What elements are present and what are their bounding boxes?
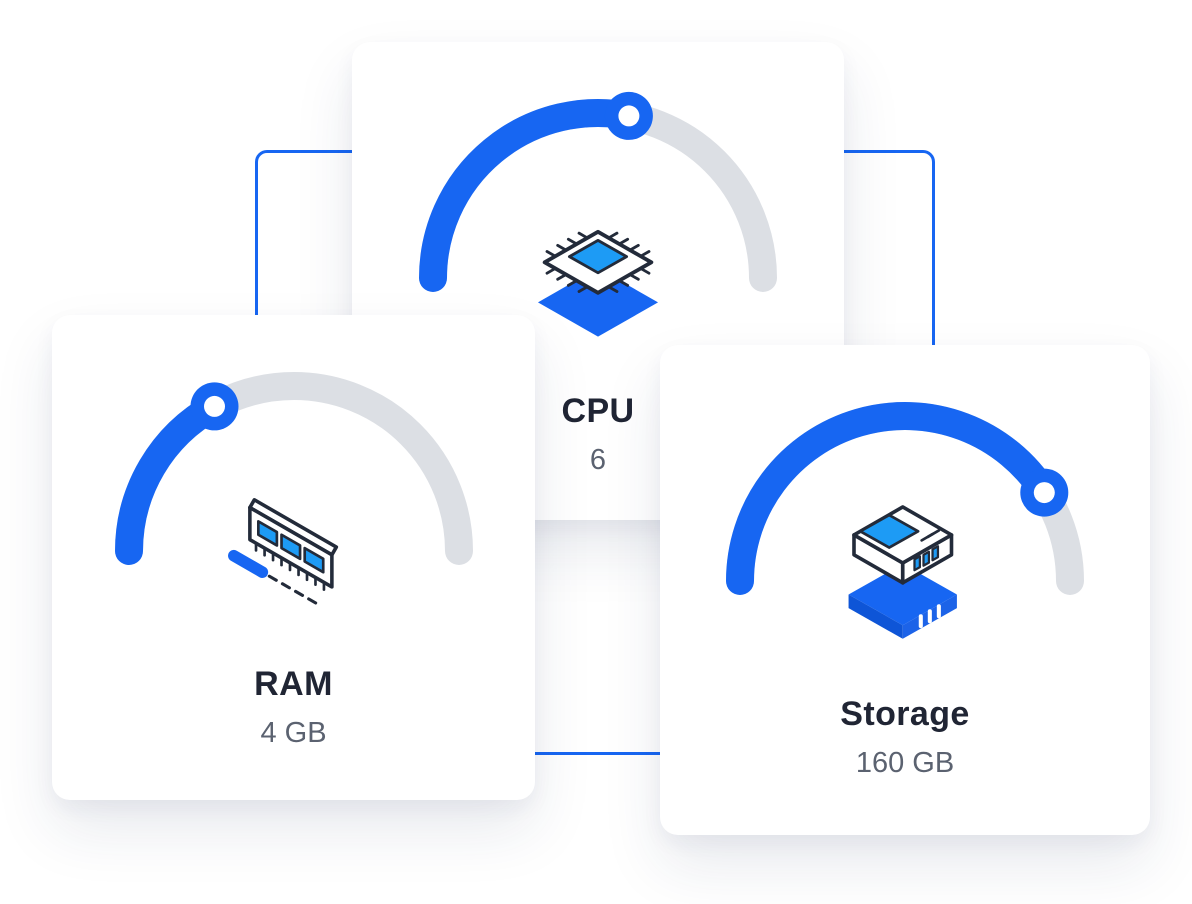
ram-label: RAM [254,665,333,703]
ram-gauge [94,359,494,655]
ram-gauge-arc [114,372,473,565]
gauge-knob-center [1033,482,1055,504]
drive-side-pins [913,545,940,572]
drive-box [852,505,954,585]
ram-ground-dashes [267,574,321,607]
storage-drive-art [848,505,957,639]
cpu-gauge-arc [419,91,777,292]
gauge-knob-center [203,395,225,417]
storage-label: Storage [840,695,970,733]
ram-module-icon [216,463,372,628]
base-pins [918,604,941,629]
ram-chip-2 [279,533,301,561]
storage-card: Storage 160 GB [660,345,1150,835]
ram-module-art [227,498,338,607]
chip-die [567,238,629,275]
gauge-progress [114,392,228,565]
gauge-progress [419,98,643,292]
cpu-value: 6 [589,444,607,476]
storage-drive-icon [826,479,984,646]
cpu-label: CPU [561,392,635,430]
storage-gauge [705,389,1105,685]
ram-chip-3 [302,546,325,574]
cpu-gauge [398,86,798,382]
cpu-chip-icon [517,188,679,340]
drive-top-panel [858,513,920,549]
storage-gauge-arc [726,402,1084,595]
ram-chip-1 [256,520,278,547]
storage-value: 160 GB [855,747,955,779]
gauge-knob-center [618,105,640,127]
cpu-chip-art [537,229,659,337]
ram-ground-bar [227,549,268,578]
ram-value: 4 GB [260,717,327,749]
ram-card: RAM 4 GB [52,315,535,800]
gauge-progress [726,402,1059,595]
drive-vents [920,529,941,542]
